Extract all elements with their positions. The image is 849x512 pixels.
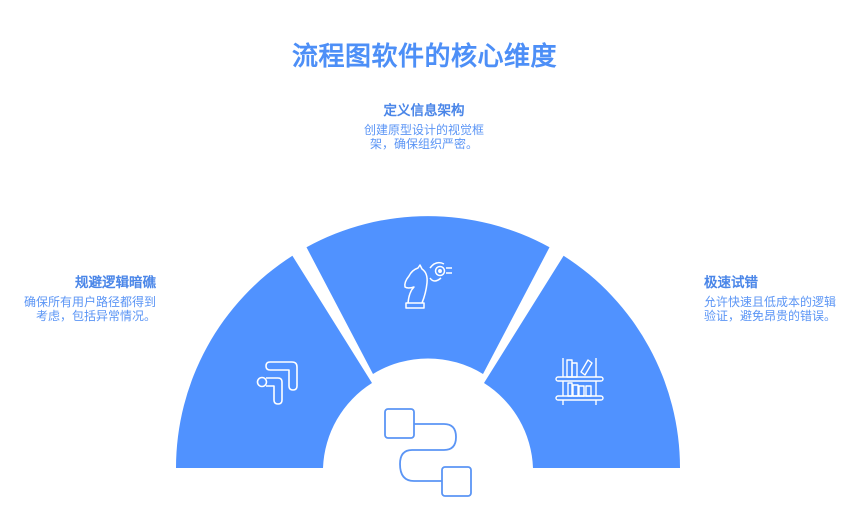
label-left-title: 规避逻辑暗礁 — [75, 275, 156, 291]
label-right-title: 极速试错 — [704, 275, 758, 291]
segment-top — [306, 216, 550, 374]
path-flow-icon — [256, 361, 298, 405]
flowchart-icon — [384, 408, 472, 497]
label-top-title: 定义信息架构 — [383, 103, 465, 119]
label-right-description: 允许快速且低成本的逻辑验证，避免昂贵的错误。 — [704, 295, 837, 323]
label-top: 定义信息架构 创建原型设计的视觉框架，确保组织严密。 — [360, 104, 488, 151]
label-left-description: 确保所有用户路径都得到考虑，包括异常情况。 — [23, 295, 156, 323]
bookshelf-icon — [555, 358, 604, 405]
segment-right — [484, 255, 680, 468]
label-right: 极速试错 允许快速且低成本的逻辑验证，避免昂贵的错误。 — [704, 276, 842, 323]
page-title: 流程图软件的核心维度 — [291, 42, 557, 72]
chess-knight-strategy-icon — [404, 261, 452, 309]
label-top-description: 创建原型设计的视觉框架，确保组织严密。 — [363, 123, 484, 151]
label-left: 规避逻辑暗礁 确保所有用户路径都得到考虑，包括异常情况。 — [18, 276, 156, 323]
